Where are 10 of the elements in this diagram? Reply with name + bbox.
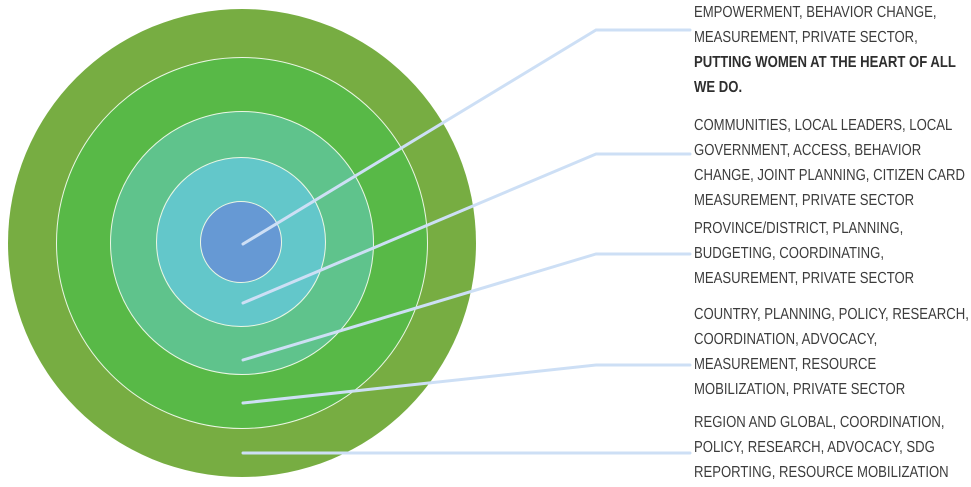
description-text: COUNTRY, PLANNING, POLICY, RESEARCH, COORDINATION, ADVOCACY, MEASUREMENT, RESOURCE MOBILIZATION, PRIVATE SECTOR xyxy=(694,305,970,400)
description-text: PROVINCE/DISTRICT, PLANNING, BUDGETING, COORDINATING, MEASUREMENT, PRIVATE SECTOR xyxy=(694,219,916,289)
leader-line xyxy=(242,28,692,246)
description-text: REGION AND GLOBAL, COORDINATION, POLICY, RESEARCH, ADVOCACY, SDG REPORTING, RESOURCE MOBILIZATION xyxy=(694,413,950,483)
leader-line xyxy=(242,364,692,404)
description-text: COMMUNITIES, LOCAL LEADERS, LOCAL GOVERNMENT, ACCESS, BEHAVIOR CHANGE, JOINT PLANNING, CITIZEN CARD MEASUREMENT, PRIVATE SECTOR xyxy=(694,116,966,211)
leader-line xyxy=(242,152,692,304)
leader-line xyxy=(242,452,692,454)
leader-line xyxy=(242,252,692,362)
description-text: EMPOWERMENT, BEHAVIOR CHANGE, MEASUREMENT, PRIVATE SECTOR, PUTTING WOMEN AT THE HEART OF ALL WE DO. xyxy=(694,3,957,98)
